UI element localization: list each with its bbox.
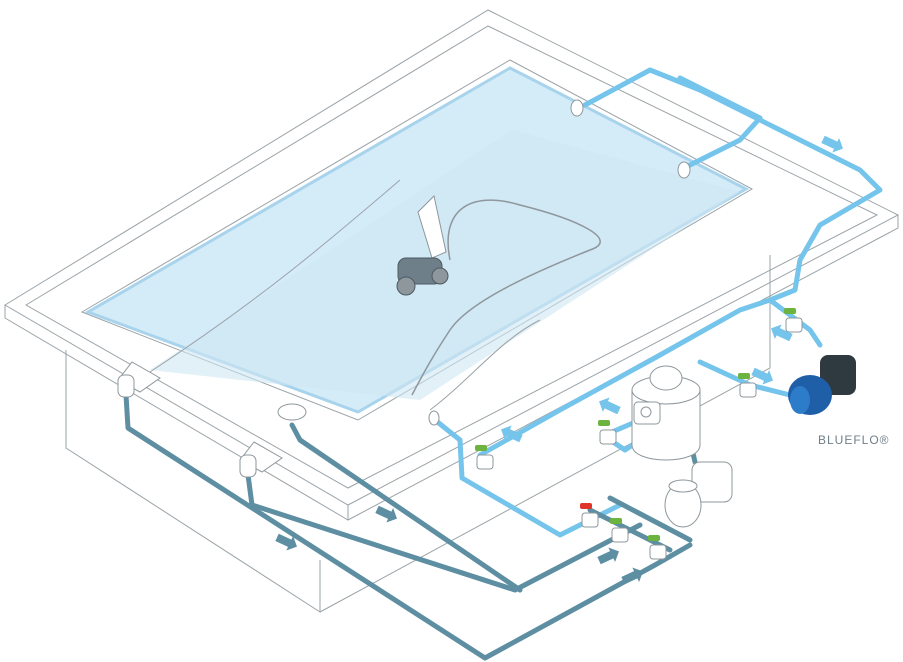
cleaner-wheel-left (397, 277, 415, 295)
main-pump (665, 462, 732, 527)
flow-arrow-4 (596, 394, 623, 418)
blueflo-face (790, 386, 810, 414)
blueflo-label: BLUEFLO® (818, 433, 890, 447)
return-inlet-upper (571, 100, 583, 116)
filter-gauge (641, 407, 651, 417)
return-inlet-lower (429, 411, 439, 425)
return-inlet-right (678, 162, 690, 178)
blueflo-pump (788, 355, 856, 415)
valve-red (580, 503, 598, 527)
main-drain (278, 404, 306, 420)
pump-lid (669, 480, 697, 492)
skimmer-left-body (118, 375, 134, 397)
valve-suction-2 (648, 535, 666, 559)
skimmer-right-body (240, 455, 256, 477)
cleaner-wheel-right (432, 268, 448, 284)
sand-filter (632, 366, 700, 460)
valve-filter-left (598, 420, 616, 444)
valve-suction-1 (610, 518, 628, 542)
filter-dome (650, 366, 682, 390)
suction-pipe-skimmer-right (248, 475, 640, 590)
valve-return-top (784, 308, 802, 332)
